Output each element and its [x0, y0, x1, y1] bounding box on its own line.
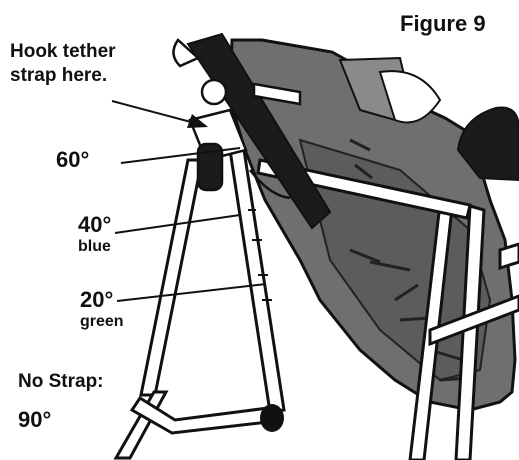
no-strap-label: No Strap: [18, 372, 104, 393]
figure-title: Figure 9 [400, 12, 486, 36]
leg-foot-cap [260, 404, 284, 432]
no-strap-angle-label: 90° [18, 408, 51, 432]
angle-60-label: 60° [56, 148, 89, 172]
hook-callout-line-1: Hook tether [10, 42, 116, 63]
angle-20-label: 20° [80, 288, 113, 312]
angle-20-color-label: green [80, 313, 124, 331]
hook-callout-line-2: strap here. [10, 66, 107, 87]
angle-40-color-label: blue [78, 238, 111, 256]
angle-40-label: 40° [78, 213, 111, 237]
